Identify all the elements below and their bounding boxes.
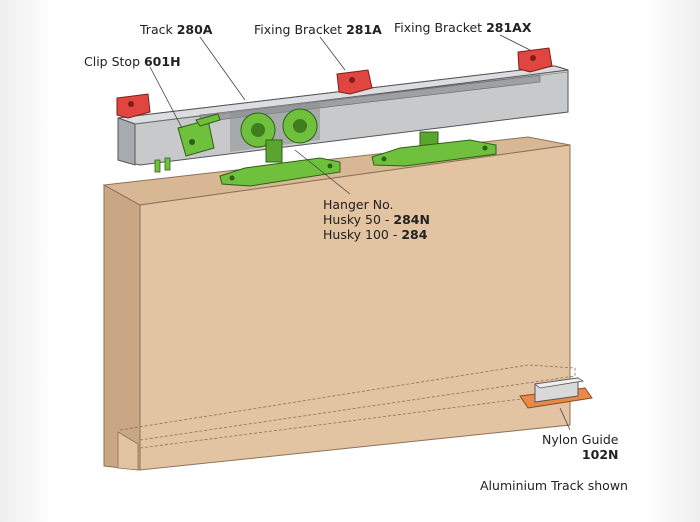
- label-clip-stop-text: Clip Stop: [84, 54, 144, 69]
- hanger-right: [371, 131, 497, 167]
- label-hanger-line1: Husky 50 - 284N: [323, 212, 430, 227]
- label-hanger: Hanger No. Husky 50 - 284N Husky 100 - 2…: [323, 197, 430, 242]
- label-hanger-line1-text: Husky 50 -: [323, 212, 394, 227]
- track: [117, 65, 569, 166]
- hanger-left: [219, 108, 341, 187]
- label-track: Track 280A: [140, 22, 212, 37]
- label-hanger-title: Hanger No.: [323, 197, 394, 212]
- label-clip-stop: Clip Stop 601H: [84, 54, 181, 69]
- clip-stop: [154, 113, 221, 173]
- label-nylon-guide-text: Nylon Guide: [542, 432, 619, 447]
- nylon-guide: [519, 377, 593, 409]
- label-nylon-guide-code: 102N: [581, 447, 619, 462]
- fixing-bracket-281ax: [517, 47, 553, 73]
- label-fixing-bracket-281ax-code: 281AX: [486, 20, 532, 35]
- label-fixing-bracket-281a-code: 281A: [346, 22, 382, 37]
- label-fixing-bracket-281a: Fixing Bracket 281A: [254, 22, 382, 37]
- label-fixing-bracket-281a-text: Fixing Bracket: [254, 22, 347, 37]
- fixing-bracket-left: [116, 93, 151, 119]
- label-track-text: Track: [140, 22, 177, 37]
- label-hanger-line2-text: Husky 100 -: [323, 227, 402, 242]
- fixing-bracket-281a: [336, 69, 373, 95]
- right-shade: [645, 0, 700, 522]
- label-hanger-line1-code: 284N: [393, 212, 430, 227]
- leader-lines: [149, 34, 571, 431]
- label-nylon-guide: Nylon Guide 102N: [542, 432, 618, 462]
- door-panel: [102, 136, 576, 471]
- left-shade: [0, 0, 55, 522]
- label-hanger-line2-code: 284: [401, 227, 428, 242]
- footer-note: Aluminium Track shown: [480, 478, 628, 493]
- label-clip-stop-code: 601H: [143, 54, 181, 69]
- label-fixing-bracket-281ax: Fixing Bracket 281AX: [394, 20, 531, 35]
- label-hanger-line2: Husky 100 - 284: [323, 227, 430, 242]
- label-track-code: 280A: [176, 22, 213, 37]
- label-fixing-bracket-281ax-text: Fixing Bracket: [394, 20, 487, 35]
